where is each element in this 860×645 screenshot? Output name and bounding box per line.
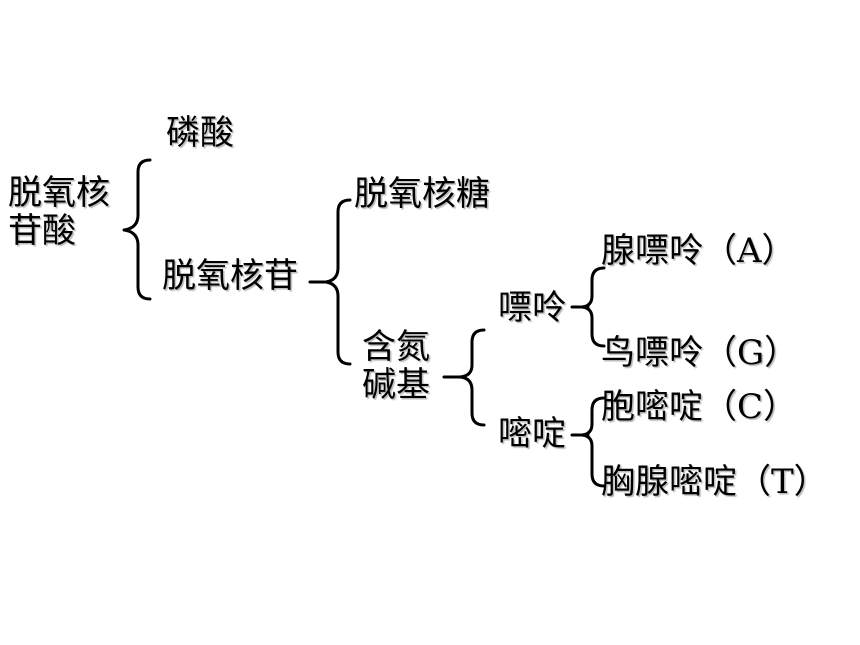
bracket-pyrimidine — [570, 396, 606, 488]
base-label: 含氮 碱基 — [362, 328, 430, 404]
thymine-label: 胸腺嘧啶（T） — [601, 462, 828, 502]
phosphate-label: 磷酸 — [166, 113, 234, 153]
root-label-line1: 脱氧核 — [8, 173, 110, 213]
pyrimidine-label: 嘧啶 — [498, 414, 566, 454]
base-label-line1: 含氮 — [362, 327, 430, 367]
adenine-label: 腺嘌呤（A） — [601, 231, 796, 271]
sugar-label: 脱氧核糖 — [354, 174, 490, 214]
nucleoside-label: 脱氧核苷 — [162, 256, 298, 296]
bracket-nucleoside — [308, 198, 352, 366]
base-label-line2: 碱基 — [362, 365, 430, 405]
bracket-base — [442, 328, 486, 427]
root-label-line2: 苷酸 — [8, 211, 76, 251]
guanine-label: 鸟嘌呤（G） — [601, 333, 799, 373]
cytosine-label: 胞嘧啶（C） — [601, 387, 798, 427]
bracket-root — [122, 158, 152, 301]
root-label: 脱氧核 苷酸 — [8, 174, 110, 250]
bracket-purine — [570, 266, 606, 348]
purine-label: 嘌呤 — [498, 288, 566, 328]
